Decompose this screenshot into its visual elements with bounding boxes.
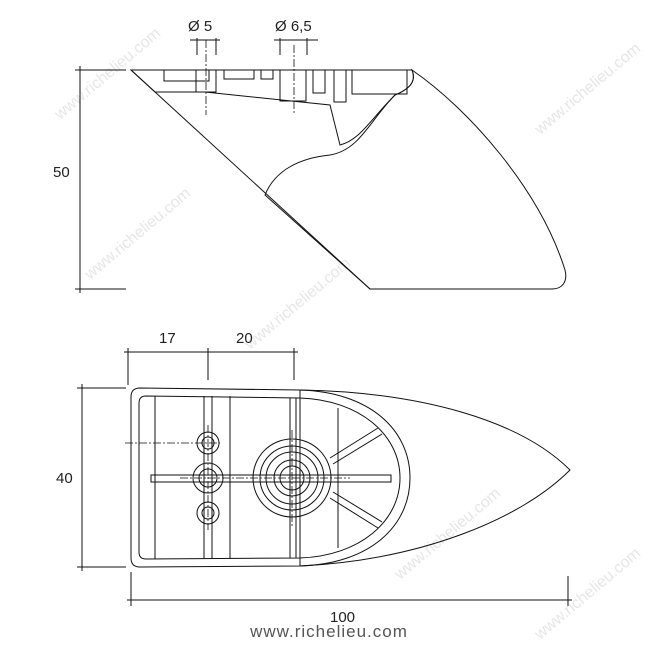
width-dimension-label: 40: [56, 470, 73, 487]
watermark-text: www.richelieu.com: [51, 25, 164, 124]
dimension-20-label: 20: [236, 330, 253, 347]
hole-small-label: Ø 5: [188, 18, 212, 35]
length-dimension-label: 100: [330, 609, 355, 626]
watermark-text: www.richelieu.com: [531, 40, 644, 139]
watermark-text: www.richelieu.com: [391, 485, 504, 584]
watermark-text: www.richelieu.com: [81, 185, 194, 284]
watermark-text: www.richelieu.com: [531, 545, 644, 644]
bottom-view: 17 20 40 100: [56, 330, 572, 626]
watermark-text: www.richelieu.com: [241, 255, 354, 354]
height-dimension-label: 50: [53, 164, 70, 181]
section-hatch: [129, 69, 414, 146]
footer-url: www.richelieu.com: [249, 622, 408, 641]
body-cone-surface: [299, 389, 571, 567]
watermarks: www.richelieu.com www.richelieu.com www.…: [51, 25, 644, 644]
hole-large-label: Ø 6,5: [275, 18, 312, 35]
side-view: Ø 5 Ø 6,5 50: [53, 18, 567, 293]
mounting-plate: [130, 387, 411, 568]
dimension-17-label: 17: [159, 330, 176, 347]
